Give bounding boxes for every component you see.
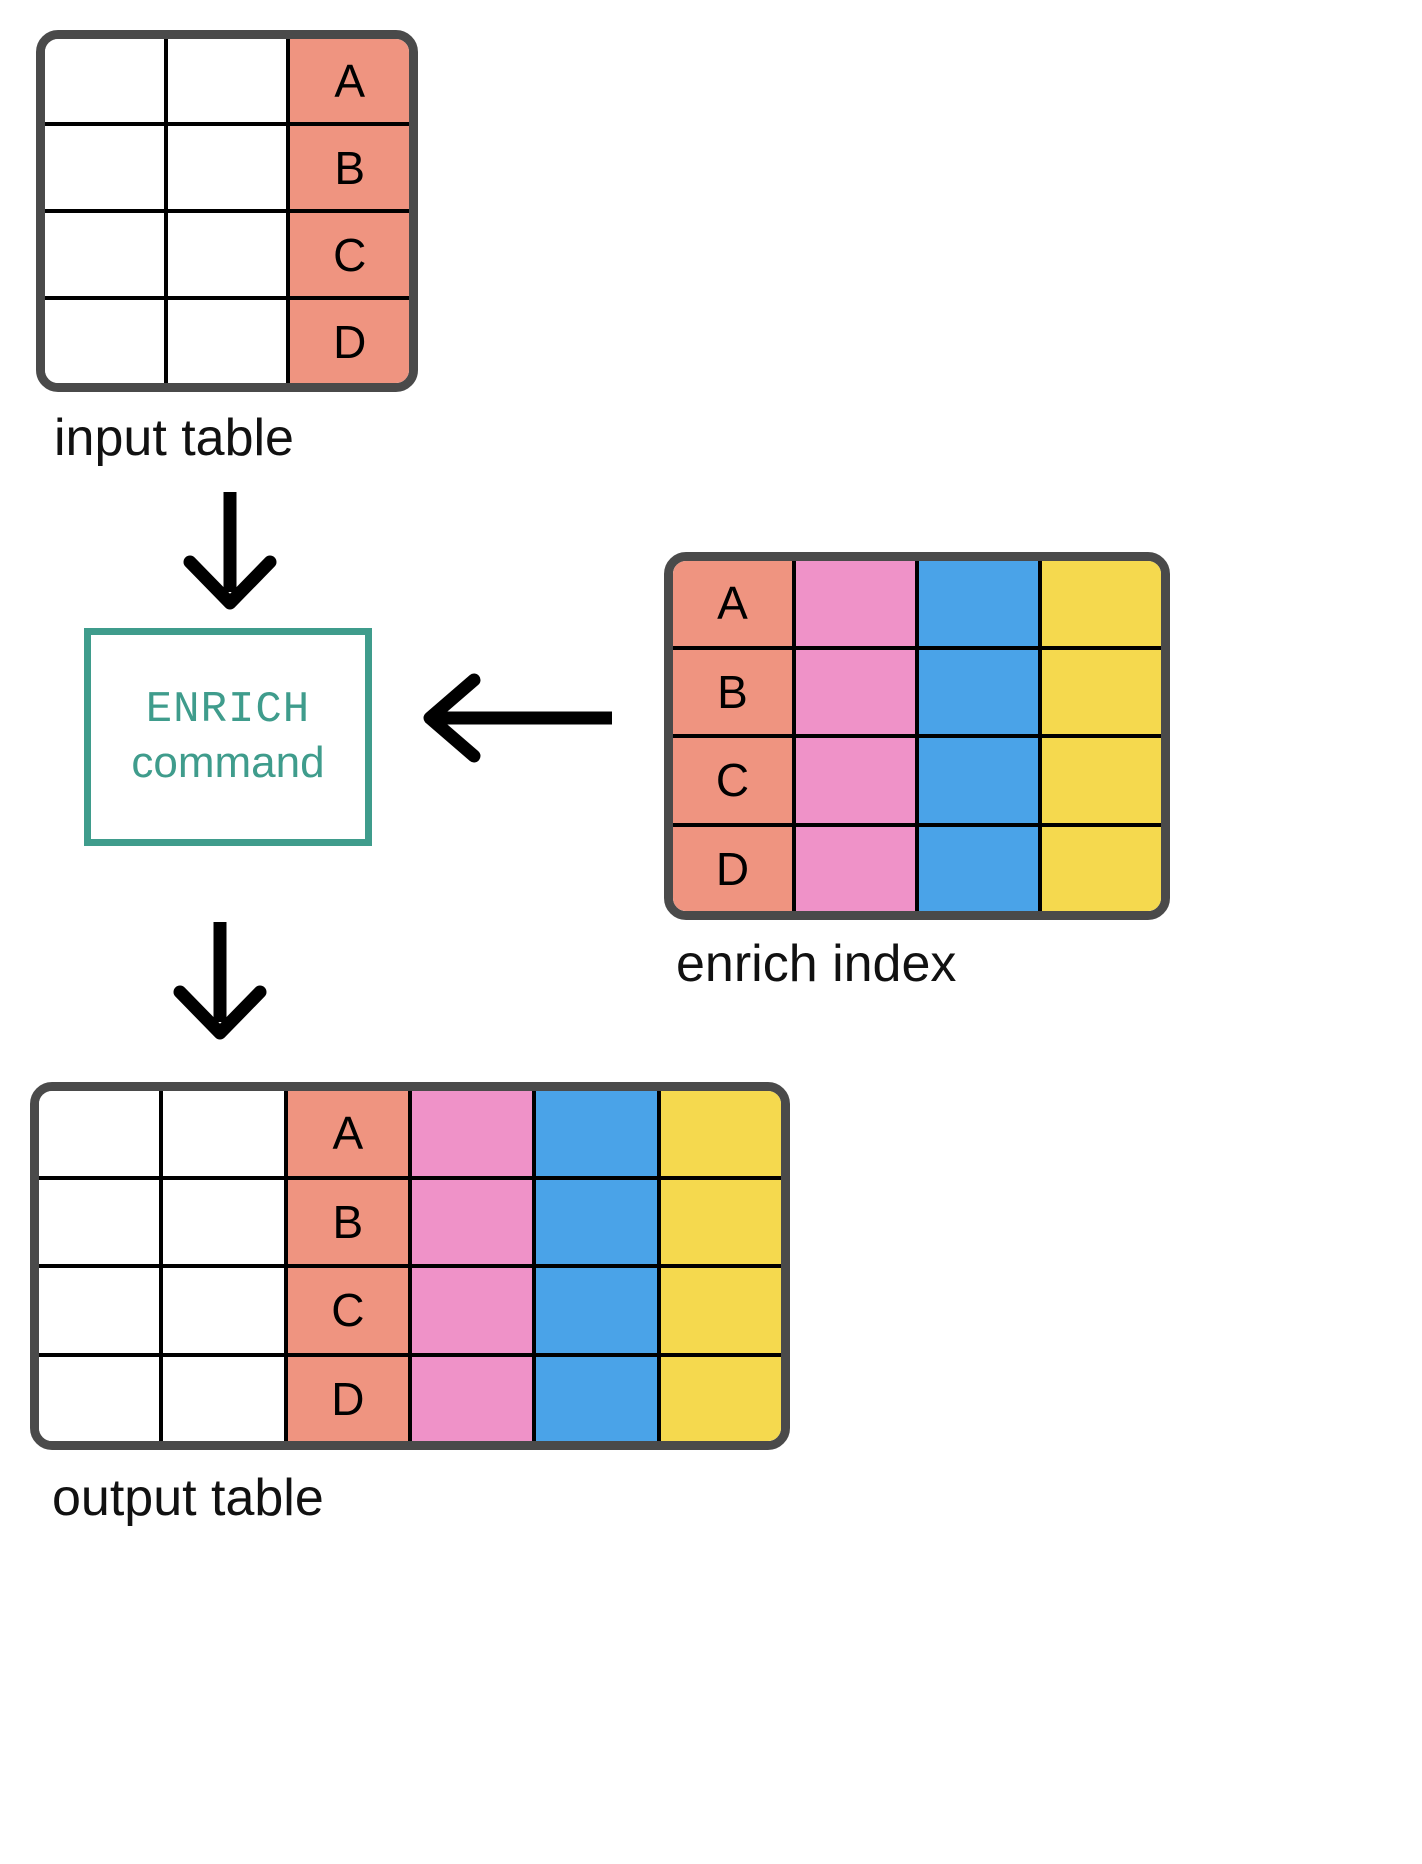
enrich-index-row: B bbox=[673, 645, 1161, 734]
input-table-cell: B bbox=[286, 126, 409, 209]
output-table-cell bbox=[656, 1091, 781, 1176]
enrich-index-cell bbox=[915, 649, 1038, 734]
input-table-row: C bbox=[45, 209, 409, 296]
input-table-row: B bbox=[45, 122, 409, 209]
enrich-index-cell bbox=[1038, 738, 1161, 823]
arrow-input-to-enrich-icon bbox=[160, 492, 300, 612]
input-table-cell: A bbox=[286, 39, 409, 122]
enrich-index-cell: A bbox=[673, 561, 792, 646]
output-table-cell bbox=[159, 1356, 284, 1441]
input-table-caption: input table bbox=[54, 409, 294, 467]
enrich-index-cell: C bbox=[673, 738, 792, 823]
output-table-row: A bbox=[39, 1091, 781, 1176]
input-table-cell: C bbox=[286, 213, 409, 296]
enrich-index-caption: enrich index bbox=[676, 935, 957, 993]
enrich-index-cell bbox=[915, 561, 1038, 646]
output-table-cell bbox=[656, 1268, 781, 1353]
arrow-index-to-enrich-icon bbox=[412, 668, 612, 768]
input-table-cell: D bbox=[286, 300, 409, 383]
output-table-cell bbox=[532, 1356, 657, 1441]
output-table-cell bbox=[159, 1179, 284, 1264]
output-table-cell bbox=[407, 1268, 533, 1353]
output-table-cell bbox=[532, 1091, 657, 1176]
input-table-cell bbox=[45, 39, 164, 122]
enrich-index-cell bbox=[792, 649, 915, 734]
output-table-row: B bbox=[39, 1175, 781, 1264]
output-table-cell bbox=[39, 1356, 160, 1441]
enrich-index-cell bbox=[792, 738, 915, 823]
output-table-cell bbox=[39, 1268, 160, 1353]
output-table-cell bbox=[407, 1091, 533, 1176]
output-table-row: D bbox=[39, 1352, 781, 1441]
output-table-cell: C bbox=[283, 1268, 408, 1353]
enrich-index-cell bbox=[1038, 649, 1161, 734]
output-table-cell bbox=[159, 1268, 284, 1353]
input-table-cell bbox=[163, 300, 287, 383]
output-table-cell bbox=[656, 1179, 781, 1264]
input-table-cell bbox=[45, 126, 164, 209]
input-table-cell bbox=[45, 213, 164, 296]
enrich-command-box[interactable]: ENRICH command bbox=[84, 628, 372, 846]
input-table-cell bbox=[45, 300, 164, 383]
enrich-command-word: command bbox=[131, 738, 325, 787]
enrich-index-cell bbox=[1038, 561, 1161, 646]
input-table-cell bbox=[163, 213, 287, 296]
enrich-index-cell: B bbox=[673, 649, 792, 734]
enrich-index-row: D bbox=[673, 822, 1161, 911]
output-table-cell bbox=[532, 1268, 657, 1353]
arrow-enrich-to-output-icon bbox=[150, 922, 290, 1042]
enrich-index-cell bbox=[792, 561, 915, 646]
input-table-row: D bbox=[45, 296, 409, 383]
enrich-index-row: C bbox=[673, 734, 1161, 823]
enrich-index-cell bbox=[792, 826, 915, 911]
enrich-index-cell bbox=[915, 826, 1038, 911]
output-table-caption: output table bbox=[52, 1469, 324, 1527]
output-table-row: C bbox=[39, 1264, 781, 1353]
output-table-cell bbox=[656, 1356, 781, 1441]
output-table-cell bbox=[159, 1091, 284, 1176]
output-table-cell bbox=[407, 1179, 533, 1264]
output-table-cell bbox=[407, 1356, 533, 1441]
enrich-index-cell bbox=[1038, 826, 1161, 911]
output-table-cell bbox=[39, 1091, 160, 1176]
input-table-cell bbox=[163, 39, 287, 122]
enrich-command-name: ENRICH bbox=[145, 685, 311, 736]
input-table-cell bbox=[163, 126, 287, 209]
enrich-index-row: A bbox=[673, 561, 1161, 646]
output-table-cell: B bbox=[283, 1179, 408, 1264]
enrich-index-cell: D bbox=[673, 826, 792, 911]
output-table-cell bbox=[39, 1179, 160, 1264]
input-table-row: A bbox=[45, 39, 409, 122]
output-table-cell: A bbox=[283, 1091, 408, 1176]
output-table-cell bbox=[532, 1179, 657, 1264]
enrich-index-cell bbox=[915, 738, 1038, 823]
output-table-cell: D bbox=[283, 1356, 408, 1441]
